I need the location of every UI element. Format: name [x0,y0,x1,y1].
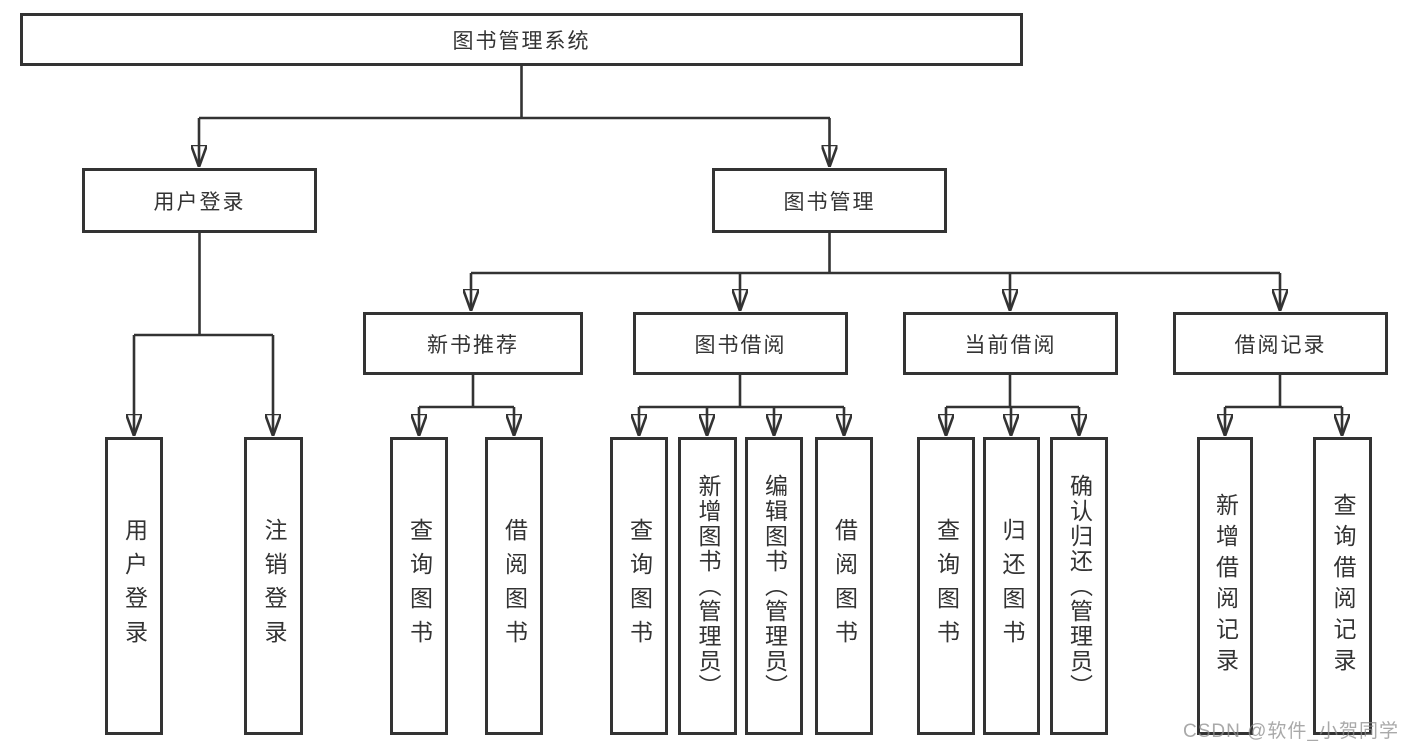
leaf-user-login: 用户登录 [105,437,163,735]
leaf-return-books: 归还图书 [983,437,1040,735]
node-current-borrow: 当前借阅 [903,312,1118,375]
leaf-newrec-query-books-label: 查询图书 [406,518,433,654]
leaf-confirm-return-admin: 确认归还（管理员） [1050,437,1108,735]
node-book-management: 图书管理 [712,168,947,233]
csdn-watermark: CSDN @软件_小贺同学 [1183,721,1399,742]
leaf-edit-books-admin-label: 编辑图书（管理员） [761,473,788,699]
leaf-current-query-books-label: 查询图书 [933,518,960,654]
leaf-confirm-return-admin-label: 确认归还（管理员） [1066,473,1093,699]
leaf-logout: 注销登录 [244,437,303,735]
leaf-add-borrow-record: 新增借阅记录 [1197,437,1253,735]
leaf-logout-label: 注销登录 [261,518,287,654]
leaf-add-books-admin: 新增图书（管理员） [678,437,737,735]
leaf-edit-books-admin: 编辑图书（管理员） [745,437,803,735]
node-borrow-records: 借阅记录 [1173,312,1388,375]
leaf-return-books-label: 归还图书 [999,518,1025,654]
leaf-borrow-books-label: 借阅图书 [831,518,858,654]
root-node-book-management-system: 图书管理系统 [20,13,1023,66]
leaf-user-login-label: 用户登录 [121,518,148,654]
leaf-query-borrow-record-label: 查询借阅记录 [1330,493,1356,679]
node-book-borrow: 图书借阅 [633,312,848,375]
leaf-current-query-books: 查询图书 [917,437,975,735]
leaf-borrow-books: 借阅图书 [815,437,873,735]
leaf-newrec-query-books: 查询图书 [390,437,448,735]
leaf-newrec-borrow-books: 借阅图书 [485,437,543,735]
leaf-borrow-query-books-label: 查询图书 [626,518,653,654]
node-user-login: 用户登录 [82,168,317,233]
leaf-borrow-query-books: 查询图书 [610,437,668,735]
node-new-book-recommend: 新书推荐 [363,312,583,375]
leaf-query-borrow-record: 查询借阅记录 [1313,437,1372,735]
leaf-newrec-borrow-books-label: 借阅图书 [501,518,528,654]
leaf-add-borrow-record-label: 新增借阅记录 [1212,493,1239,679]
leaf-add-books-admin-label: 新增图书（管理员） [695,473,721,699]
